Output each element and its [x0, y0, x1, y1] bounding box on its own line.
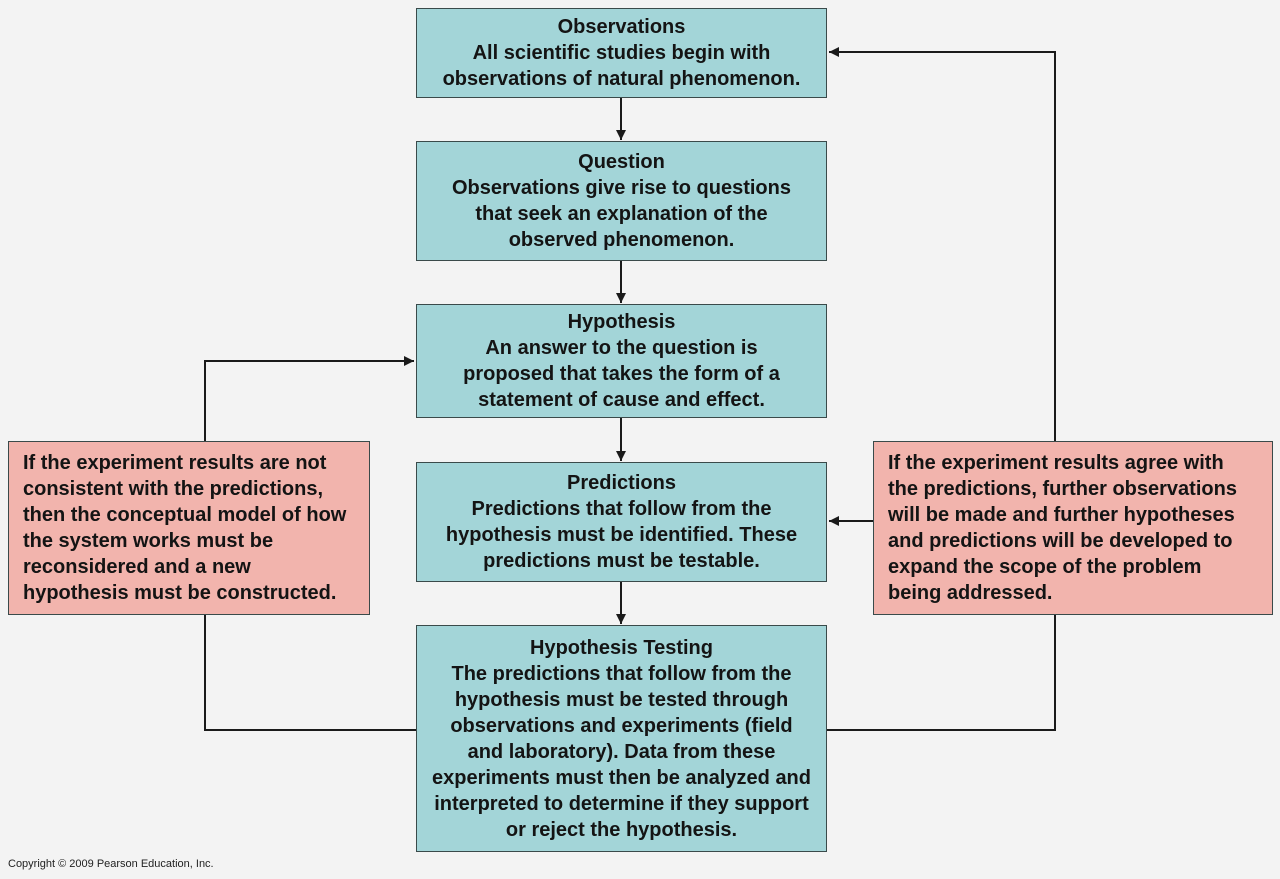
loop-testing-to-support: [827, 615, 1056, 731]
loop-testing-to-reject: [204, 615, 416, 731]
step-hypothesis-testing-text: The predictions that follow from the hyp…: [432, 662, 811, 841]
loop-reject-to-hypothesis: [204, 356, 414, 441]
step-question-title: Question: [578, 151, 665, 173]
copyright-notice: Copyright © 2009 Pearson Education, Inc.: [8, 858, 214, 870]
step-predictions-text: Predictions that follow from the hypothe…: [445, 498, 798, 572]
outcome-support-text: If the experiment results agree with the…: [888, 452, 1237, 604]
step-hypothesis-title: Hypothesis: [567, 311, 676, 333]
step-hypothesis-testing-title: Hypothesis Testing: [530, 636, 713, 659]
step-observations-title: Observations: [557, 16, 686, 38]
step-hypothesis-testing: Hypothesis Testing The predictions that …: [416, 625, 827, 852]
step-hypothesis: Hypothesis An answer to the question is …: [416, 304, 827, 418]
outcome-reject: If the experiment results are not consis…: [8, 441, 370, 615]
step-hypothesis-text: An answer to the question is proposed th…: [463, 337, 780, 411]
outcome-support: If the experiment results agree with the…: [873, 441, 1273, 615]
step-question-text: Observations give rise to questions that…: [452, 177, 791, 251]
step-observations-text: All scientific studies begin with observ…: [442, 42, 801, 90]
loop-support-to-observations: [829, 47, 1056, 441]
outcome-reject-text: If the experiment results are not consis…: [23, 452, 347, 604]
step-predictions-title: Predictions: [567, 472, 676, 494]
step-observations: Observations All scientific studies begi…: [416, 8, 827, 98]
step-question: Question Observations give rise to quest…: [416, 141, 827, 261]
step-predictions: Predictions Predictions that follow from…: [416, 462, 827, 582]
